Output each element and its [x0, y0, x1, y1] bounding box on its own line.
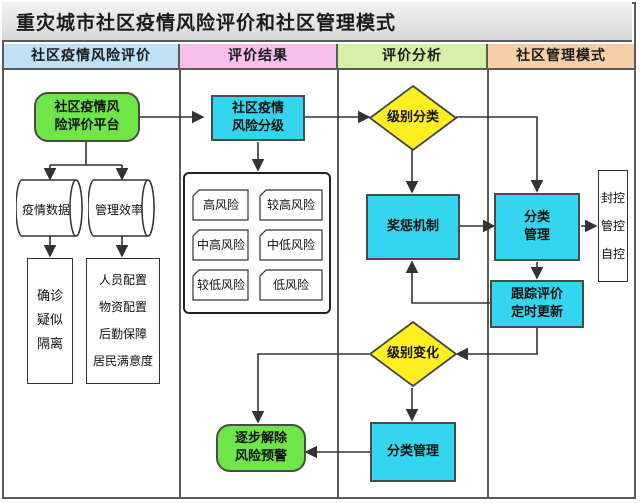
control-measures-list: 封控 管控 自控	[598, 170, 628, 282]
reward-punish-node: 奖惩机制	[366, 194, 460, 260]
risk-level-higher: 较高风险	[266, 198, 315, 212]
classified-management-node: 分类 管理	[494, 193, 580, 261]
confirm-suspect-list: 确诊 疑似 隔离	[27, 258, 73, 384]
classified-management-2-node: 分类管理	[370, 422, 456, 482]
level-change-diamond	[368, 320, 458, 388]
tracking-line: 定时更新	[510, 305, 563, 320]
epidemic-data-cylinder	[16, 179, 83, 237]
diagram-title: 重灾城市社区疫情风险评价和社区管理模式	[16, 12, 397, 34]
arrow-classify-to-mgmt	[456, 116, 544, 193]
arrow-tracking-to-reward	[405, 260, 490, 304]
list-item: 隔离	[36, 337, 63, 352]
arrow-change-to-lift	[251, 353, 369, 424]
grading-line: 风险分级	[231, 119, 284, 134]
lift-line: 逐步解除	[234, 431, 287, 446]
arrow-platform-split	[49, 142, 123, 178]
list-item: 管控	[600, 219, 625, 233]
list-item: 自控	[600, 247, 625, 261]
risk-level-mid-low: 中低风险	[266, 238, 315, 252]
risk-level-lower: 较低风险	[196, 278, 245, 292]
lift-warning-node: 逐步解除 风险预警	[216, 424, 306, 472]
title-bar: 重灾城市社区疫情风险评价和社区管理模式	[2, 2, 632, 42]
mgmt-efficiency-cylinder	[88, 179, 155, 237]
mgmt-efficiency-label: 管理效率	[94, 203, 143, 217]
tracking-evaluation-node: 跟踪评价 定时更新	[490, 280, 584, 328]
tracking-line: 跟踪评价	[510, 287, 563, 302]
risk-level-low: 低风险	[272, 278, 309, 292]
management-items-list: 人员配置 物资配置 后勤保障 居民满意度	[86, 258, 160, 384]
list-item: 物资配置	[98, 300, 147, 314]
lane-header-evaluation-result: 评价结果	[180, 44, 338, 70]
level-change-label: 级别变化	[386, 346, 439, 361]
mgmt-line: 管理	[523, 228, 550, 243]
list-item: 确诊	[36, 289, 63, 304]
lane-divider	[179, 70, 181, 497]
lane-divider	[487, 70, 489, 497]
platform-line: 险评价平台	[54, 118, 120, 133]
evaluation-platform-node: 社区疫情风 险评价平台	[34, 92, 140, 142]
grading-line: 社区疫情	[231, 101, 284, 116]
lane-header-management-mode: 社区管理模式	[488, 44, 634, 70]
list-item: 人员配置	[98, 273, 147, 287]
arrow-tracking-to-change	[455, 328, 538, 361]
platform-line: 社区疫情风	[54, 100, 120, 115]
lane-divider	[337, 70, 339, 497]
lift-line: 风险预警	[234, 449, 287, 464]
risk-level-mid-high: 中高风险	[196, 238, 245, 252]
list-item: 后勤保障	[98, 327, 147, 341]
list-item: 疑似	[36, 313, 63, 328]
level-classify-diamond	[368, 84, 458, 152]
level-classify-label: 级别分类	[386, 110, 439, 125]
risk-level-high: 高风险	[202, 198, 239, 212]
lane-header-evaluation-analysis: 评价分析	[338, 44, 488, 70]
list-item: 封控	[600, 191, 625, 205]
epidemic-data-label: 疫情数据	[21, 203, 70, 217]
lane-header-risk-evaluation: 社区疫情风险评价	[4, 44, 180, 70]
list-item: 居民满意度	[92, 354, 153, 368]
mgmt-line: 分类	[523, 210, 550, 225]
risk-grading-node: 社区疫情 风险分级	[211, 95, 305, 141]
